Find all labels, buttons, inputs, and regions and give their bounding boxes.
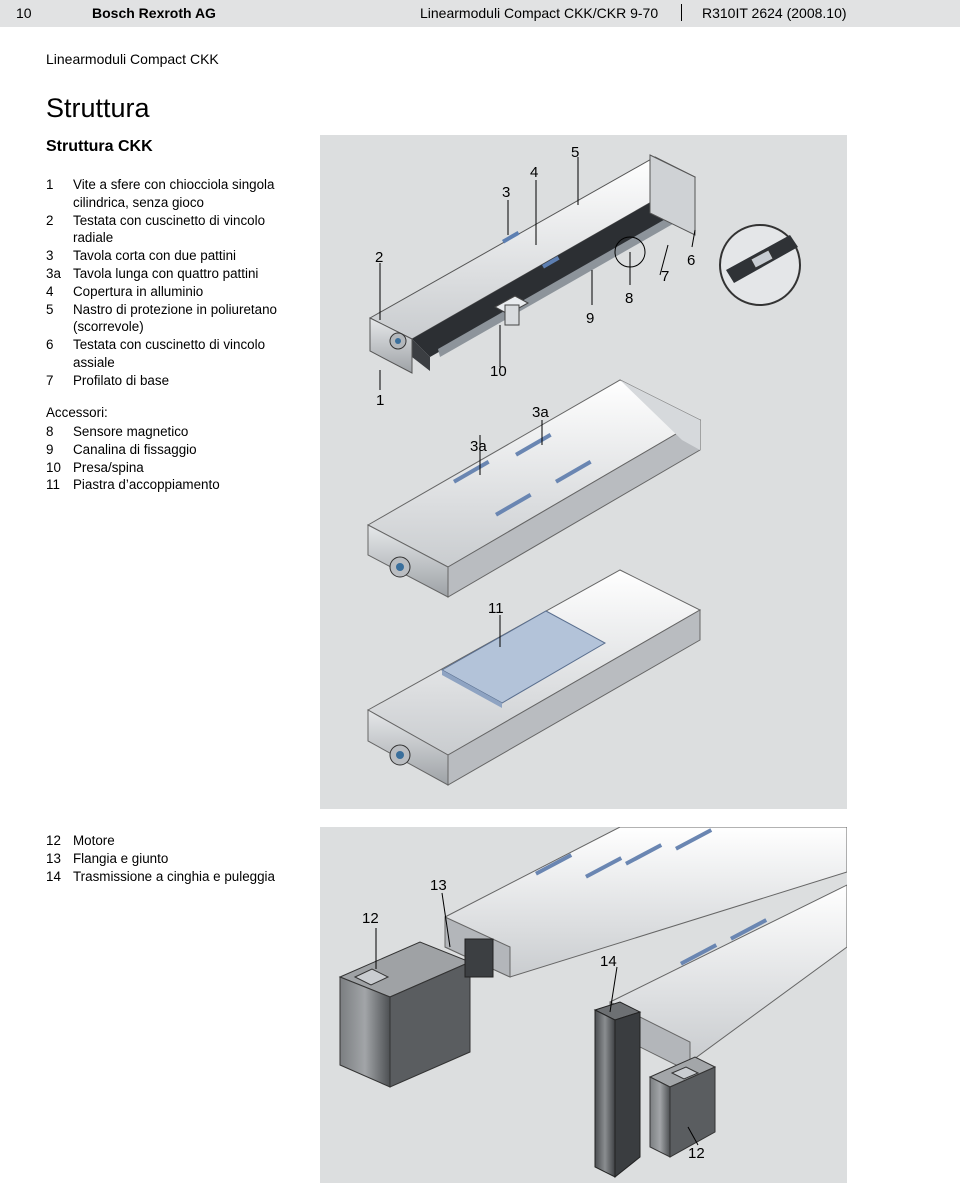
legend-text: Tavola corta con due pattini (73, 248, 237, 264)
legend-number: 3a (46, 265, 61, 281)
legend-text: Nastro di protezione in poliuretano (sco… (73, 301, 277, 335)
legend-text: Vite a sfere con chiocciola singola cili… (73, 177, 275, 210)
legend-text: Profilato di base (73, 372, 170, 388)
legend-text: Copertura in alluminio (73, 283, 204, 299)
callout-3a-upper: 3a (532, 404, 549, 421)
legend-item: 3a Tavola lunga con quattro pattini (46, 265, 306, 283)
legend-number: 12 (46, 833, 61, 848)
callout-7: 7 (661, 268, 669, 285)
legend-number: 5 (46, 301, 54, 317)
accessories-legend: 8 Sensore magnetico 9 Canalina di fissaggi… (46, 423, 306, 494)
callout-9: 9 (586, 310, 594, 327)
legend-number: 10 (46, 459, 61, 475)
linear-module-long-table (366, 379, 702, 598)
module-upper (444, 827, 847, 978)
callout-12-belt: 12 (688, 1145, 705, 1162)
legend-text: Tavola lunga con quattro pattini (73, 265, 259, 281)
legend-number: 11 (46, 477, 60, 493)
legend-text: Trasmissione a cinghia e puleggia (73, 868, 275, 884)
linear-module-coupling-plate (366, 569, 702, 786)
legend-item: 6 Testata con cuscinetto di vincolo assia… (46, 336, 306, 372)
legend-item: 7 Profilato di base (46, 372, 306, 390)
callout-2: 2 (375, 249, 383, 266)
callout-1: 1 (376, 392, 384, 409)
callout-13: 13 (430, 877, 447, 894)
document-code: R310IT 2624 (2008.10) (702, 5, 847, 21)
legend-item: 13 Flangia e giunto (46, 850, 316, 868)
drive-legend: 12 Motore 13 Flangia e giunto 14 Trasmissio… (46, 832, 316, 885)
legend-number: 9 (46, 441, 54, 457)
detail-magnifier (719, 224, 801, 306)
callout-3a-lower: 3a (470, 438, 487, 455)
legend-text: Piastra d’accoppiamento (73, 477, 220, 493)
legend-number: 8 (46, 424, 54, 439)
legend-item: 14 Trasmissione a cinghia e puleggia (46, 868, 316, 886)
motor-direct (338, 938, 494, 1088)
section-kicker: Linearmoduli Compact CKK (46, 51, 219, 67)
legend-text: Canalina di fissaggio (73, 441, 197, 457)
legend-item: 12 Motore (46, 832, 316, 850)
callout-5: 5 (571, 144, 579, 161)
legend-text: Presa/spina (73, 459, 144, 475)
legend-number: 2 (46, 212, 54, 228)
legend-item: 4 Copertura in alluminio (46, 283, 306, 301)
legend-text: Flangia e giunto (73, 850, 169, 866)
callout-8: 8 (625, 290, 633, 307)
legend-item: 9 Canalina di fissaggio (46, 441, 306, 459)
component-legend: 1 Vite a sfere con chiocciola singola cil… (46, 176, 306, 390)
legend-item: 11 Piastra d’accoppiamento (46, 476, 306, 494)
legend-number: 14 (46, 868, 61, 884)
callout-11: 11 (488, 600, 504, 617)
legend-item: 8 Sensore magnetico (46, 423, 306, 441)
legend-item: 1 Vite a sfere con chiocciola singola cil… (46, 176, 306, 212)
drive-drawing: 12 13 14 12 (338, 827, 847, 1179)
callout-6: 6 (687, 252, 695, 269)
legend-number: 7 (46, 372, 54, 388)
structure-figure: 1 2 3 4 5 6 7 8 9 10 3a 3a 11 (320, 135, 847, 809)
accessories-title: Accessori: (46, 405, 108, 420)
header-separator (681, 4, 682, 21)
callout-3: 3 (502, 184, 510, 201)
legend-item: 10 Presa/spina (46, 459, 306, 477)
legend-number: 3 (46, 248, 54, 264)
legend-text: Motore (73, 833, 115, 848)
callout-14: 14 (600, 953, 617, 970)
structure-drawing: 1 2 3 4 5 6 7 8 9 10 3a 3a 11 (366, 144, 801, 786)
legend-text: Testata con cuscinetto di vincolo radial… (73, 212, 266, 246)
section-subtitle: Struttura CKK (46, 138, 153, 155)
legend-number: 4 (46, 283, 54, 299)
legend-text: Testata con cuscinetto di vincolo assial… (73, 337, 266, 370)
product-name: Linearmoduli Compact CKK/CKR 9-70 (420, 5, 659, 21)
legend-number: 6 (46, 337, 54, 353)
page-title: Struttura (46, 93, 150, 123)
belt-drive (593, 1001, 642, 1179)
company-name: Bosch Rexroth AG (92, 5, 216, 21)
legend-item: 2 Testata con cuscinetto di vincolo radia… (46, 212, 306, 248)
callout-leaders-drive (375, 892, 699, 1146)
callout-12: 12 (362, 910, 379, 927)
linear-module-main (368, 154, 697, 374)
callout-4: 4 (530, 164, 538, 181)
legend-item: 5 Nastro di protezione in poliuretano (sc… (46, 301, 306, 337)
legend-number: 1 (46, 177, 54, 192)
motor-belt (648, 1056, 717, 1158)
callout-leaders (379, 157, 696, 647)
legend-number: 13 (46, 850, 61, 866)
header-bar (0, 0, 960, 27)
legend-text: Sensore magnetico (73, 424, 189, 439)
page-number: 10 (16, 5, 32, 21)
callout-10: 10 (490, 363, 507, 380)
drive-figure: 12 13 14 12 (320, 827, 847, 1183)
legend-item: 3 Tavola corta con due pattini (46, 247, 306, 265)
